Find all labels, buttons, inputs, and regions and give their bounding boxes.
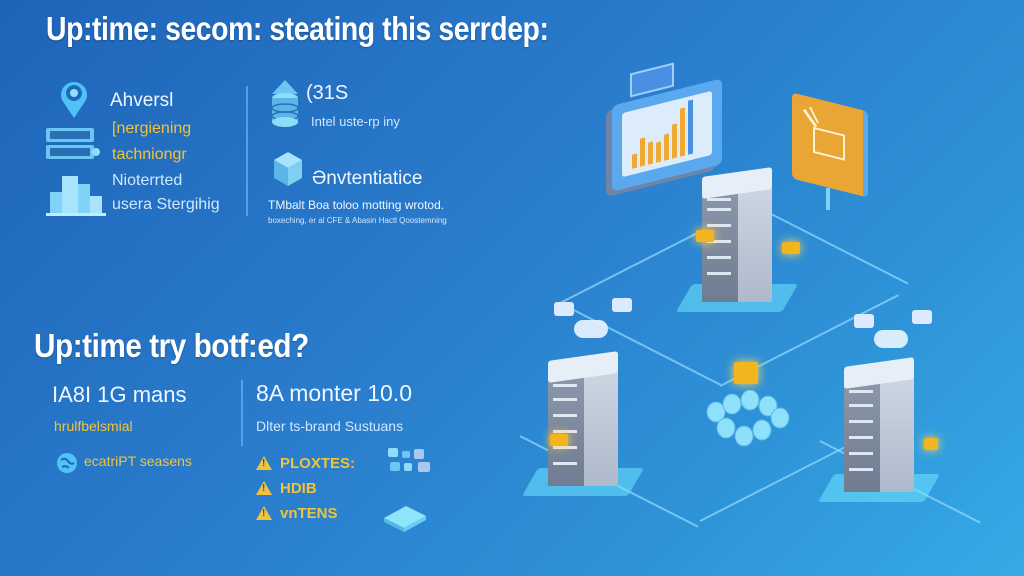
stat-value: (31S bbox=[306, 82, 349, 104]
node-card bbox=[912, 310, 932, 324]
cube-box-icon bbox=[270, 150, 306, 195]
bottom-stat: IA8I 1G mans bbox=[52, 382, 187, 407]
node-card bbox=[554, 302, 574, 316]
warning-triangle-icon bbox=[256, 481, 272, 495]
chart-monitor-panel bbox=[612, 78, 722, 192]
feature-title: Ənvtentiatice bbox=[312, 168, 423, 189]
warning-item: PLOXTES: bbox=[256, 452, 355, 474]
node-card bbox=[854, 314, 874, 328]
bottom-sub: hrulfbelsmial bbox=[54, 418, 133, 434]
block-line-5: usera Stergihig bbox=[112, 196, 220, 213]
globe-icon bbox=[56, 452, 78, 479]
orange-chip-panel bbox=[792, 92, 868, 198]
divider-top bbox=[246, 86, 248, 216]
server-tower-center bbox=[675, 167, 799, 312]
server-network-illustration bbox=[519, 62, 1024, 576]
block-title-ahversl: Ahversl bbox=[110, 90, 174, 111]
divider-bottom bbox=[241, 380, 243, 446]
bottom-right-stat: 8A monter 10.0 bbox=[256, 380, 412, 406]
server-tower-left bbox=[521, 351, 645, 496]
database-icon bbox=[268, 78, 302, 135]
panel-stand bbox=[826, 188, 830, 210]
warning-label: vnTENS bbox=[280, 504, 338, 522]
server-tower-right bbox=[817, 357, 941, 502]
cloud-icon bbox=[574, 320, 608, 338]
block-line-2: [nergiening bbox=[112, 120, 192, 137]
gold-chip bbox=[550, 434, 568, 446]
bottom-right-sub: Dlter ts-brand Sustuans bbox=[256, 418, 404, 434]
feature-desc-1: TMbalt Boa toloo motting wrotod. bbox=[268, 198, 445, 212]
location-pin-icon bbox=[56, 78, 92, 125]
gold-chip bbox=[782, 242, 800, 254]
secondary-heading: Up:time try botf:ed? bbox=[34, 327, 309, 364]
globe-label: ecatriPT seasens bbox=[84, 453, 192, 469]
cloud-icon bbox=[874, 330, 908, 348]
main-heading: Up:time: secom: steating this serrdep: bbox=[46, 10, 549, 47]
stat-caption: Intel uste-rp iny bbox=[311, 114, 400, 129]
gold-cube bbox=[734, 362, 758, 384]
node-card bbox=[612, 298, 632, 312]
gold-chip bbox=[696, 230, 714, 242]
blocks-icon bbox=[382, 502, 428, 537]
database-ring bbox=[696, 389, 796, 450]
warning-triangle-icon bbox=[256, 456, 272, 470]
block-line-4: Nioterrted bbox=[112, 172, 183, 189]
warning-item: HDIB bbox=[256, 477, 355, 499]
chip-icon bbox=[802, 106, 845, 161]
chart-screen bbox=[622, 90, 712, 178]
feature-desc-2: boxeching, er al CFE & Abasin Hactl Qoos… bbox=[268, 216, 447, 225]
gold-chip bbox=[924, 438, 938, 450]
warning-item: vnTENS bbox=[256, 502, 355, 524]
puzzle-icons-cluster bbox=[386, 446, 436, 481]
warning-label: HDIB bbox=[280, 479, 317, 497]
block-line-3: tachniongr bbox=[112, 146, 187, 163]
buildings-icon bbox=[46, 170, 106, 221]
bar-chart-icon bbox=[632, 99, 693, 169]
warning-triangle-icon bbox=[256, 506, 272, 520]
warning-list: PLOXTES: HDIB vnTENS bbox=[256, 452, 355, 524]
server-rack-icon bbox=[44, 126, 100, 167]
warning-label: PLOXTES: bbox=[280, 454, 356, 472]
